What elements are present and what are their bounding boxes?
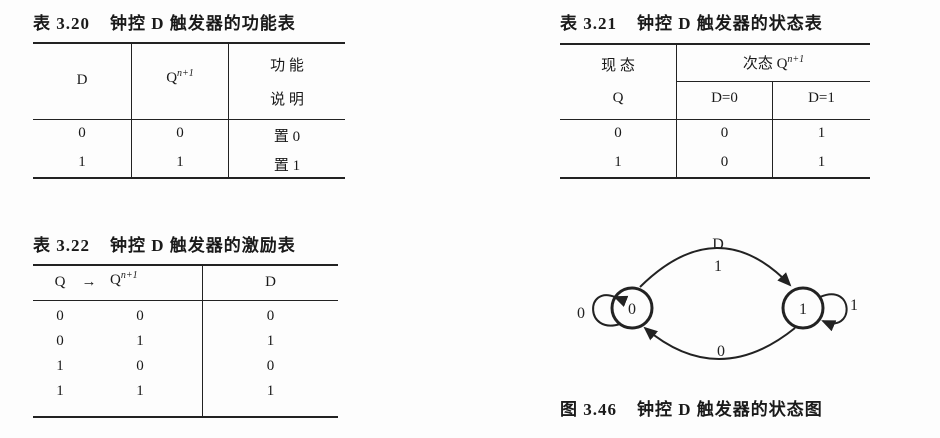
figure-3-46-caption: 图 3.46 钟控 D 触发器的状态图	[560, 395, 823, 420]
cell: 1	[817, 154, 826, 170]
column-divider	[772, 82, 773, 178]
cell: 置 0	[273, 129, 301, 145]
transition-0-to-1	[639, 247, 792, 288]
self-loop-0	[592, 294, 629, 327]
cell: 1	[614, 154, 622, 170]
cell: 0	[266, 308, 275, 324]
transition-label-bottom: 0	[717, 343, 725, 360]
caption-number: 表 3.22	[33, 236, 90, 255]
cell: 置 1	[273, 158, 301, 174]
cell: 1	[817, 125, 826, 141]
state-1-label: 1	[799, 301, 807, 318]
subheader-rule	[677, 81, 870, 82]
table-3-21-caption: 表 3.21 钟控 D 触发器的状态表	[560, 9, 823, 34]
cell: 0	[614, 125, 622, 141]
top-rule	[33, 264, 338, 266]
caption-title: 钟控 D 触发器的状态图	[637, 400, 823, 419]
cell: 1	[78, 154, 86, 170]
arrow-icon: →	[81, 274, 97, 290]
header-next-state: 次态 Qn+1	[677, 52, 870, 73]
state-diagram: 0 1 D 1 0 0 1	[577, 236, 858, 360]
caption-number: 图 3.46	[560, 400, 617, 419]
header-d: D	[265, 274, 276, 290]
header-qn1: Qn+1	[132, 68, 228, 87]
column-divider	[202, 265, 203, 417]
bottom-rule	[33, 416, 338, 418]
bottom-rule	[33, 177, 345, 179]
q-text: Q	[166, 70, 178, 86]
cell: 1	[176, 154, 184, 170]
cell: 0	[136, 308, 144, 324]
caption-number: 表 3.20	[33, 14, 90, 33]
cell: 1	[136, 383, 144, 399]
cell: 1	[266, 333, 275, 349]
cell: 0	[56, 308, 64, 324]
header-current-state: 现 态	[601, 58, 635, 74]
table-3-22-caption: 表 3.22 钟控 D 触发器的激励表	[33, 231, 296, 256]
header-rule	[33, 300, 338, 301]
header-qn1: Qn+1	[110, 270, 170, 289]
header-q: Q	[612, 90, 624, 106]
self-loop-1	[819, 293, 848, 332]
q-superscript: n+1	[177, 68, 194, 79]
column-divider	[131, 43, 132, 178]
header-function: 功 能	[270, 58, 304, 74]
q-superscript: n+1	[120, 270, 138, 281]
column-divider	[676, 44, 677, 178]
input-label: D	[712, 236, 724, 253]
cell: 0	[176, 125, 184, 141]
caption-title: 钟控 D 触发器的状态表	[637, 14, 823, 33]
cell: 0	[266, 358, 275, 374]
table-3-20-caption: 表 3.20 钟控 D 触发器的功能表	[33, 9, 296, 34]
header-rule	[33, 119, 345, 120]
caption-number: 表 3.21	[560, 14, 617, 33]
q-text: Q	[110, 272, 121, 288]
cell: 0	[720, 154, 729, 170]
header-d0: D=0	[711, 90, 738, 106]
cell: 0	[136, 358, 144, 374]
cell: 1	[56, 383, 64, 399]
state-0-circle	[610, 286, 654, 330]
next-text: 次态 Q	[742, 56, 788, 72]
cell: 0	[720, 125, 729, 141]
next-superscript: n+1	[787, 54, 805, 65]
bottom-rule	[560, 177, 870, 179]
cell: 0	[78, 125, 86, 141]
caption-title: 钟控 D 触发器的激励表	[110, 236, 296, 255]
state-1-circle	[781, 286, 825, 330]
self-loop-0-label: 0	[577, 305, 585, 322]
top-rule	[560, 43, 870, 45]
header-description: 说 明	[270, 92, 304, 108]
top-rule	[33, 42, 345, 44]
transition-1-to-0	[643, 326, 796, 360]
header-d1: D=1	[808, 90, 835, 106]
self-loop-1-label: 1	[850, 297, 858, 314]
cell: 0	[56, 333, 64, 349]
transition-label-top: 1	[714, 258, 722, 275]
header-d: D	[76, 72, 88, 88]
column-divider	[228, 43, 229, 178]
caption-title: 钟控 D 触发器的功能表	[110, 14, 296, 33]
header-rule	[560, 119, 870, 120]
cell: 1	[56, 358, 64, 374]
header-q: Q	[54, 274, 66, 290]
state-0-label: 0	[628, 301, 636, 318]
cell: 1	[266, 383, 275, 399]
cell: 1	[136, 333, 144, 349]
